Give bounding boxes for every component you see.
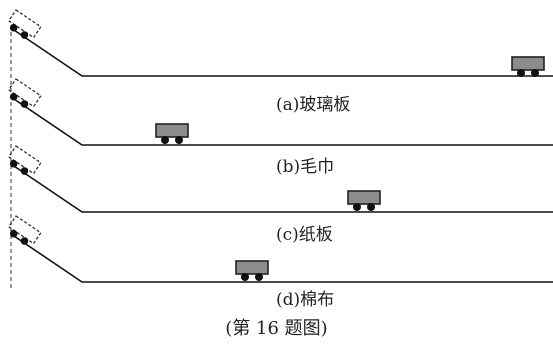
track-b — [4, 78, 553, 146]
ghost-cart-c — [4, 145, 42, 180]
cart-c — [347, 190, 381, 212]
track-c — [4, 145, 553, 213]
ramp-b — [10, 96, 553, 146]
ramp-c — [10, 163, 553, 213]
cart-d — [235, 260, 269, 282]
caption-glass: (a)玻璃板 — [276, 95, 351, 115]
caption-cardboard: (c)纸板 — [276, 225, 333, 245]
ghost-cart-a — [4, 9, 42, 44]
cart-b — [155, 123, 189, 145]
caption-towel: (b)毛巾 — [276, 157, 335, 177]
cart-a — [511, 56, 545, 78]
ramp-d — [10, 233, 553, 283]
ghost-cart-d — [4, 215, 42, 250]
track-d — [4, 215, 553, 283]
track-a — [4, 9, 553, 78]
ghost-cart-b — [4, 78, 42, 113]
ramp-a — [10, 27, 553, 77]
caption-cotton: (d)棉布 — [276, 290, 335, 310]
figure-title: (第 16 题图) — [225, 318, 328, 339]
